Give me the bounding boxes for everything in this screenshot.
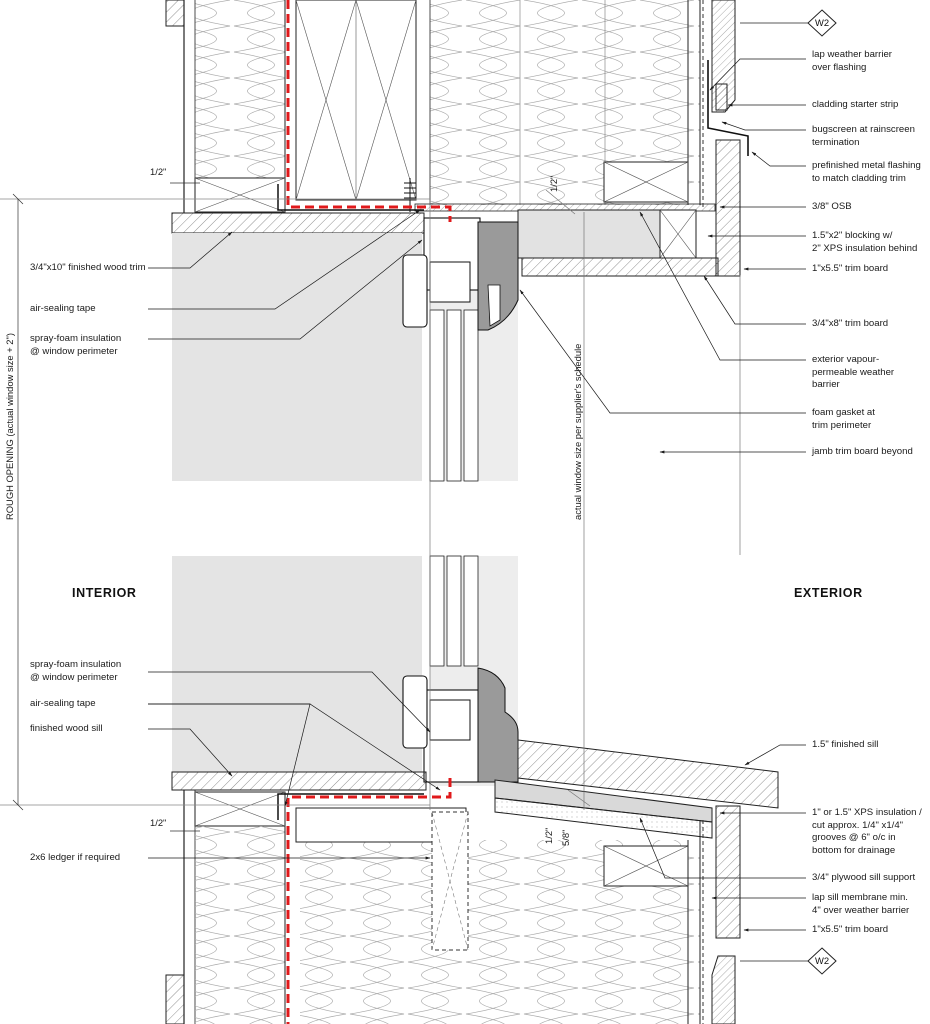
label-air-sealing-tape-bottom: air-sealing tape [30, 698, 96, 709]
interior-gray-wall-upper [172, 233, 422, 481]
label-air-sealing-tape-top: air-sealing tape [30, 303, 96, 314]
dim-half-head: 1/2" [548, 175, 559, 192]
tag-w2-top-marker [807, 9, 837, 37]
exterior-finished-sill [517, 739, 779, 809]
cladding-lower [711, 955, 736, 1024]
label-finished-wood-sill: finished wood sill [30, 723, 103, 734]
window-unit-sill [172, 555, 519, 786]
dim-half-bottom: 1/2" [150, 817, 167, 828]
window-unit-head [172, 217, 519, 482]
label-trim-board-bottom: 1"x5.5" trim board [812, 924, 889, 935]
window-exterior-profile-sill [477, 667, 519, 783]
head-blocking-xps [517, 209, 661, 259]
label-jamb-trim: jamb trim board beyond [812, 446, 913, 457]
label-finished-wood-trim: 3/4"x10" finished wood trim [30, 262, 146, 273]
label-finished-sill-ext: 1.5" finished sill [812, 739, 879, 750]
wall-head-section [171, 0, 749, 277]
plywood-sill-support [494, 797, 713, 839]
interior-head-trim [171, 212, 425, 234]
dim-half-sill: 1/2" [543, 827, 554, 844]
label-trim-board-34x8: 3/4"x8" trim board [812, 318, 889, 329]
sill-trim-1x55 [715, 805, 741, 939]
air-barrier-sill [286, 778, 452, 1024]
label-spray-foam-top: spray-foam insulation@ window perimeter [30, 333, 122, 357]
wall-sill-section [165, 0, 779, 1024]
zone-interior: INTERIOR [72, 586, 137, 600]
interior-gray-wall-lower [172, 556, 422, 772]
label-trim-board-top: 1"x5.5" trim board [812, 263, 889, 274]
dim-half-top: 1/2" [150, 166, 167, 177]
label-blocking: 1.5"x2" blocking w/2" XPS insulation beh… [812, 230, 918, 254]
cladding-starter-strip [715, 83, 728, 111]
interior-finished-sill [171, 771, 427, 791]
batt-insulation-upper-left [195, 0, 285, 178]
window-exterior-profile-head [477, 221, 519, 331]
label-xps-sill: 1" or 1.5" XPS insulation /cut approx. 1… [812, 807, 922, 856]
head-trim-34x8 [521, 257, 719, 277]
air-barrier-head [286, 0, 452, 222]
tag-w2-top: W2 [814, 17, 830, 28]
tag-w2-bottom: W2 [814, 955, 830, 966]
leader-lines [148, 58, 806, 932]
batt-insulation-lower-left [195, 826, 285, 1024]
dim-rough-opening: ROUGH OPENING (actual window size + 2") [4, 333, 15, 520]
head-trim-1x55 [715, 139, 741, 277]
label-ledger: 2x6 ledger if required [30, 852, 121, 863]
label-lap-sill-membrane: lap sill membrane min.4" over weather ba… [812, 892, 910, 916]
dimension-lines [0, 182, 741, 832]
dim-five-eighths: 5/8" [560, 829, 571, 846]
label-plywood-sill: 3/4" plywood sill support [812, 872, 916, 883]
label-spray-foam-bottom: spray-foam insulation@ window perimeter [30, 659, 122, 683]
label-osb: 3/8" OSB [812, 201, 852, 212]
label-cladding-starter-strip: cladding starter strip [812, 99, 899, 110]
zone-exterior: EXTERIOR [794, 586, 863, 600]
head-metal-flashing [707, 60, 749, 156]
tag-w2-bottom-marker [807, 947, 837, 975]
dim-actual-window: actual window size per supplier's schedu… [572, 343, 583, 520]
